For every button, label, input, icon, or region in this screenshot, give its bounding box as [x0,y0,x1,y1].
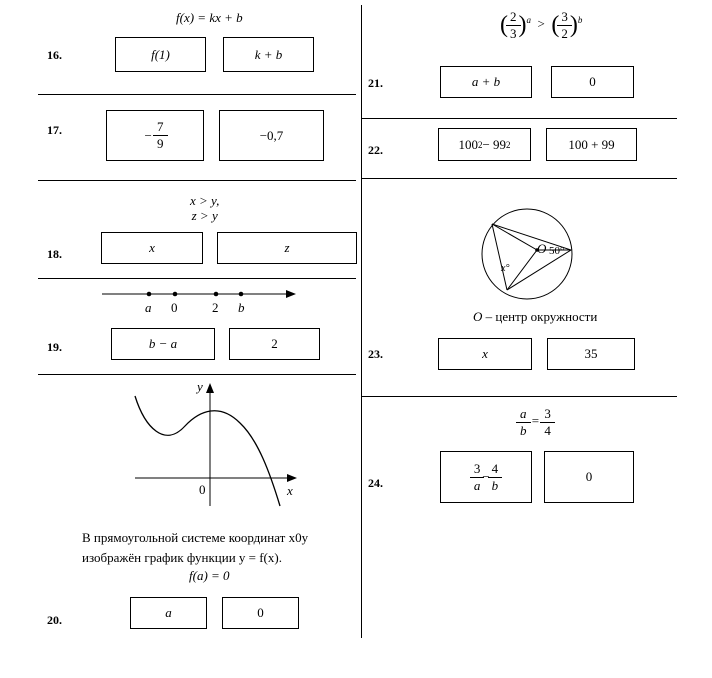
circle-center-label: O [537,241,547,256]
task16-condition: f(x) = kx + b [176,10,243,25]
task18-number: 18. [47,247,62,261]
task24-right-box[interactable]: 0 [544,451,634,503]
task21-number: 21. [368,76,383,90]
task23-right-box[interactable]: 35 [547,338,635,370]
graph-origin-label: 0 [199,482,206,497]
task23-left-box[interactable]: x [438,338,532,370]
angle-x-label: x° [501,263,510,274]
task21-right-box[interactable]: 0 [551,66,634,98]
task17-right-box[interactable]: −0,7 [219,110,324,161]
task23-number: 23. [368,347,383,361]
task18-condition: x > y,z > y [190,193,220,223]
task19-left-box[interactable]: b − a [111,328,215,360]
task20-text3: f(a) = 0 [189,568,230,583]
number-line-label-b: b [238,300,245,315]
task16-number: 16. [47,48,62,62]
task16-right-box[interactable]: k + b [223,37,314,72]
number-line [102,290,296,298]
task22-number: 22. [368,143,383,157]
task20-left-box[interactable]: a [130,597,207,629]
task20-text2: изображён график функции y = f(x). [82,550,282,565]
task22-right-box[interactable]: 100 + 99 [546,128,637,161]
row-divider [362,178,677,179]
row-divider [38,180,356,181]
task19-number: 19. [47,340,62,354]
task18-left-box[interactable]: x [101,232,203,264]
row-divider [38,374,356,375]
task16-left-box[interactable]: f(1) [115,37,206,72]
minus-sign: − [144,127,152,143]
function-graph [134,383,297,507]
graph-y-label: y [197,379,203,394]
number-line-label-2: 2 [212,300,219,315]
row-divider [38,94,356,95]
task23-caption: O – центр окружности [473,309,598,324]
circle-diagram [481,208,573,300]
row-divider [38,278,356,279]
task20-right-box[interactable]: 0 [222,597,299,629]
task17-number: 17. [47,123,62,137]
task20-text1: В прямоугольной системе координат x0y [82,530,309,545]
row-divider [362,118,677,119]
task21-left-box[interactable]: a + b [440,66,532,98]
angle-50-label: 50° [549,245,565,257]
graph-x-label: x [287,483,293,498]
task24-number: 24. [368,476,383,490]
number-line-label-0: 0 [171,300,178,315]
row-divider [362,396,677,397]
task19-right-box[interactable]: 2 [229,328,320,360]
center-divider [361,5,362,638]
task20-number: 20. [47,613,62,627]
number-line-label-a: a [145,300,152,315]
task18-right-box[interactable]: z [217,232,357,264]
